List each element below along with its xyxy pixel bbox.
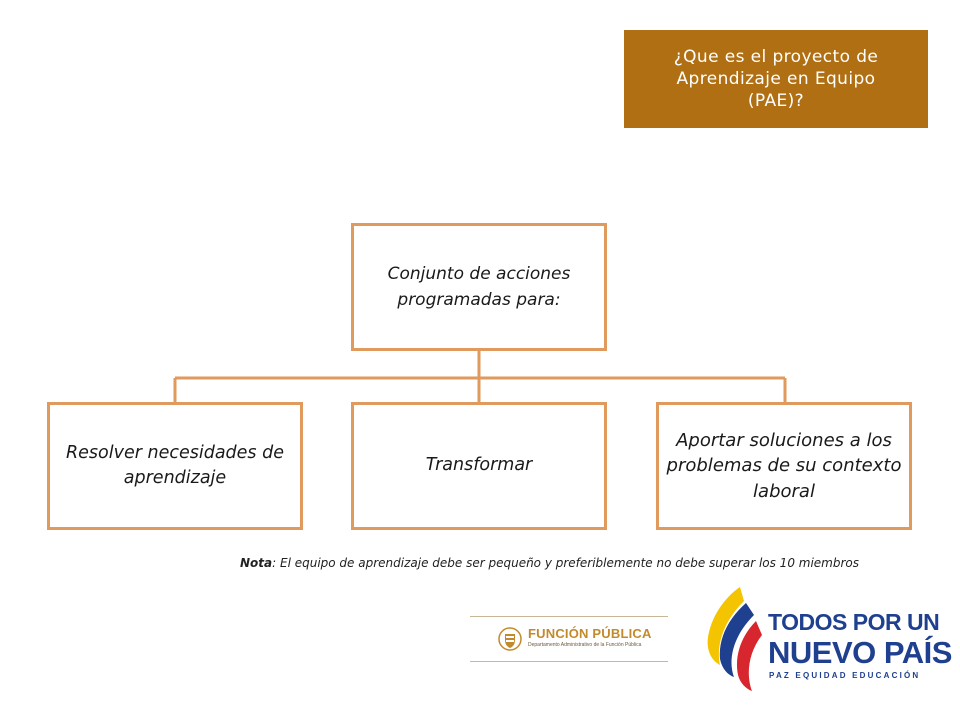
root-node-line-2: programadas para: bbox=[397, 290, 561, 310]
footnote: Nota: El equipo de aprendizaje debe ser … bbox=[240, 556, 940, 570]
diagram-root-node: Conjunto de acciones programadas para: bbox=[351, 223, 607, 351]
todos-por-un-nuevo-pais-logo: TODOS POR UN NUEVO PAÍS PAZ EQUIDAD EDUC… bbox=[700, 585, 952, 695]
child-3-line-3: laboral bbox=[753, 480, 815, 502]
child-1-line-1: Resolver necesidades de bbox=[66, 442, 284, 463]
slide-title-line-1: ¿Que es el proyecto de bbox=[673, 46, 879, 67]
slide-title-line-2: Aprendizaje en Equipo bbox=[676, 68, 876, 89]
fp-logo-name: FUNCIÓN PÚBLICA bbox=[528, 626, 652, 641]
coat-of-arms-icon bbox=[498, 627, 522, 651]
fp-logo-top-rule bbox=[470, 616, 668, 617]
root-node-line-1: Conjunto de acciones bbox=[387, 263, 571, 284]
tpun-logo-tagline: PAZ EQUIDAD EDUCACIÓN bbox=[769, 671, 921, 680]
fp-logo-bottom-rule bbox=[470, 661, 668, 662]
tpun-logo-line-1: TODOS POR UN bbox=[768, 609, 940, 635]
fp-logo-subtitle: Departamento Administrativo de la Funció… bbox=[528, 642, 642, 648]
diagram-child-node-2: Transformar bbox=[351, 402, 607, 530]
child-2-line-1: Transformar bbox=[425, 455, 533, 476]
diagram-child-node-1: Resolver necesidades de aprendizaje bbox=[47, 402, 303, 530]
child-3-line-1: Aportar soluciones a los bbox=[676, 430, 892, 452]
footnote-text: : El equipo de aprendizaje debe ser pequ… bbox=[272, 556, 860, 570]
child-3-line-2: problemas de su contexto bbox=[666, 455, 902, 477]
funcion-publica-logo: FUNCIÓN PÚBLICA Departamento Administrat… bbox=[470, 616, 668, 662]
footnote-label: Nota bbox=[240, 556, 273, 570]
child-1-line-2: aprendizaje bbox=[123, 468, 227, 488]
slide-title-line-3: (PAE)? bbox=[747, 91, 805, 112]
diagram-child-node-3: Aportar soluciones a los problemas de su… bbox=[656, 402, 912, 530]
slide-title: ¿Que es el proyecto de Aprendizaje en Eq… bbox=[624, 30, 928, 128]
nuevo-pais-flag-swoosh-icon bbox=[707, 587, 762, 691]
tpun-logo-line-2: NUEVO PAÍS bbox=[768, 635, 952, 670]
